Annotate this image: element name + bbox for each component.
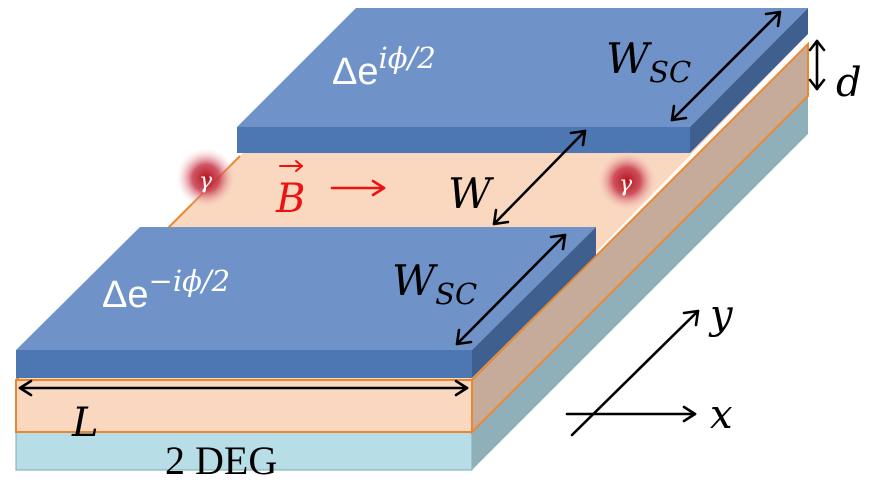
top-gap-label: Δeiϕ/2 [332, 41, 436, 93]
wsc-bottom-arrow [455, 233, 567, 346]
wsc-top-arrow [670, 10, 782, 122]
semiconductor-side-face [471, 41, 809, 435]
d-label: d [836, 60, 862, 106]
bottom-sc-side-face [472, 227, 596, 378]
bottom-sc-front-face [16, 350, 472, 378]
l-label: L [71, 400, 99, 446]
two-deg-label: 2 DEG [165, 438, 277, 483]
y-axis-label: y [708, 292, 734, 338]
w-label: W [448, 169, 495, 218]
top-sc-front-face [237, 127, 690, 153]
wsc-bottom-label: WSC [392, 256, 477, 311]
b-field-label: B [275, 176, 305, 222]
y-axis-arrow [570, 309, 700, 437]
bottom-gap-label: Δe−iϕ/2 [102, 264, 230, 316]
gamma-glow-right [597, 151, 657, 211]
wsc-top-label: WSC [606, 34, 691, 89]
gamma-right-label: γ [619, 172, 633, 197]
two-deg-side-face [472, 96, 808, 470]
gamma-glow-left [176, 148, 236, 208]
bottom-sc-top-face [16, 227, 596, 350]
gamma-left-label: γ [199, 169, 213, 194]
w-arrow [492, 129, 587, 226]
top-sc-top-face [237, 8, 808, 127]
top-sc-side-face [690, 8, 808, 153]
x-axis-label: x [710, 392, 733, 438]
